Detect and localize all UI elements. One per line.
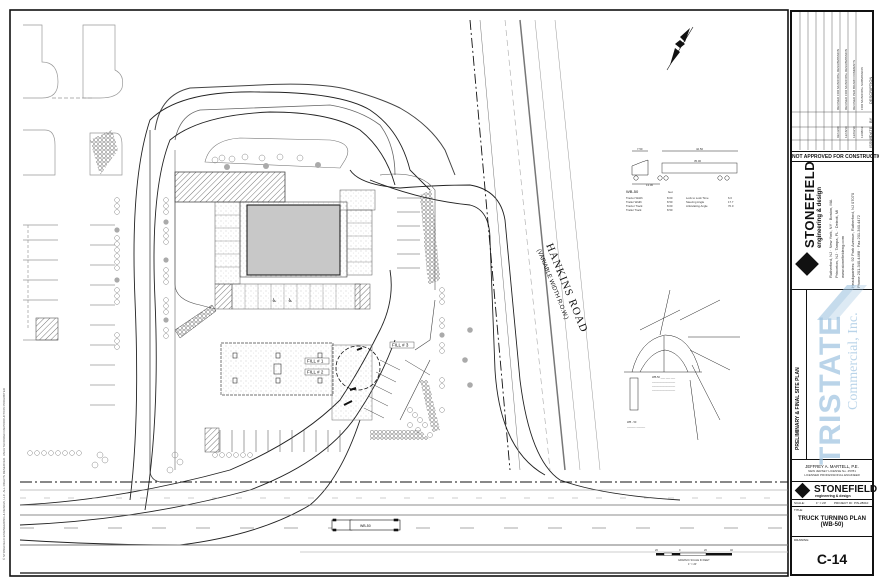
svg-text:8.00: 8.00 xyxy=(667,204,673,208)
svg-text:Trailer Width: Trailer Width xyxy=(626,200,642,204)
sheet-title-text: TRUCK TURNING PLAN xyxy=(798,516,866,522)
paver-strip-east xyxy=(420,190,440,285)
paver-strip-se xyxy=(420,380,440,432)
hatched-pad xyxy=(174,171,286,203)
svg-text:7.50: 7.50 xyxy=(637,147,643,151)
svg-text:WB-50 ___ ___ ___: WB-50 ___ ___ ___ xyxy=(652,375,676,379)
svg-text:WB - 50: WB - 50 xyxy=(627,420,637,424)
svg-text:8.50: 8.50 xyxy=(667,208,673,212)
revision-row: REVISED FOR MUNICIPAL RESUBMISSION xyxy=(844,48,848,110)
svg-text:35.00: 35.00 xyxy=(694,159,701,163)
turning-radius-detail xyxy=(624,289,740,441)
scale-project-row: SCALE: 1" = 20' PROJECT ID: PIN-28010 xyxy=(792,500,872,507)
sheet-border xyxy=(9,9,789,577)
firm-logo-small: STONEFIELD engineering & design xyxy=(792,482,877,500)
svg-text:Steering Angle: Steering Angle xyxy=(686,200,705,204)
svg-text:8.50: 8.50 xyxy=(667,200,673,204)
hatched-island xyxy=(35,317,59,341)
svg-text:♿: ♿ xyxy=(288,298,292,304)
north-arrow-icon xyxy=(666,26,694,71)
fill-label-1: FILL # 1 xyxy=(307,359,324,364)
svg-text:8.00: 8.00 xyxy=(667,196,673,200)
svg-text:______ ______: ______ ______ xyxy=(626,425,646,428)
hankins-road xyxy=(469,19,601,471)
landscape-island-top xyxy=(204,137,349,169)
paver-ramp xyxy=(174,304,217,339)
site-curb-outer xyxy=(154,83,456,176)
building xyxy=(246,204,341,276)
title-block: ISSUE DATE BY DESCRIPTION REVISED FOR MU… xyxy=(790,10,879,576)
svg-text:13.00: 13.00 xyxy=(646,183,653,187)
sheet-title: TITLE: TRUCK TURNING PLAN (WB-50) xyxy=(792,507,872,537)
revision-row: REVISED FOR MUNICIPAL RESUBMISSION xyxy=(836,48,840,110)
parking-row-east xyxy=(346,209,373,276)
revision-table: ISSUE DATE BY DESCRIPTION REVISED FOR MU… xyxy=(792,12,873,152)
svg-text:Lock to Lock Time: Lock to Lock Time xyxy=(686,196,709,200)
parking-row-south xyxy=(231,283,361,310)
svg-text:________________: ________________ xyxy=(651,380,676,383)
svg-text:20: 20 xyxy=(704,548,707,552)
graphic-scale: 20 0 20 40 GRAPHIC SCALE IN FEET 1" = 20… xyxy=(655,548,733,566)
svg-text:________________: ________________ xyxy=(651,384,676,387)
paver-walkway-left xyxy=(90,130,118,175)
svg-text:42.50: 42.50 xyxy=(696,147,703,151)
south-road xyxy=(20,481,788,574)
svg-text:6.0: 6.0 xyxy=(728,196,732,200)
fill-labels: FILL # 1 FILL # 2 FILL # 3 xyxy=(304,341,415,376)
firm-info: STONEFIELD engineering & design Rutherfo… xyxy=(792,160,872,290)
svg-text:Tractor Track: Tractor Track xyxy=(626,204,643,208)
revision-row: REVISED PER BOARD COMMENTS xyxy=(852,59,856,110)
wb50-vehicle-south xyxy=(331,518,401,532)
svg-text:40: 40 xyxy=(730,548,733,552)
svg-text:Articulating Angle: Articulating Angle xyxy=(686,204,708,208)
tree-row-left xyxy=(114,197,169,350)
svg-text:1" = 20': 1" = 20' xyxy=(688,562,697,566)
svg-text:________________: ________________ xyxy=(651,388,676,391)
vehicle-detail-title: WB-50 xyxy=(626,189,639,194)
revision-row: FOR MUNICIPAL SUBMISSION xyxy=(860,67,864,110)
drawing-number: C-14 xyxy=(816,551,848,567)
drawing-number-box: DRAWING: C-14 xyxy=(792,537,872,576)
svg-text:70.0: 70.0 xyxy=(728,204,734,208)
firm-logo-icon xyxy=(795,252,819,276)
graphic-scale-label: GRAPHIC SCALE IN FEET xyxy=(678,558,710,562)
svg-text:Trailer Track: Trailer Track xyxy=(626,208,642,212)
svg-text:0: 0 xyxy=(679,548,681,552)
project-phase: PRELIMINARY & FINAL SITE PLAN xyxy=(792,290,872,460)
copyright-note: © STONEFIELD ENGINEERING & DESIGN, LLC. … xyxy=(2,387,6,560)
vehicle-dimension-detail xyxy=(631,150,738,185)
site-curb-inner xyxy=(174,104,396,176)
svg-text:feet: feet xyxy=(668,190,673,194)
fill-label-3: FILL # 3 xyxy=(392,343,409,348)
vehicle-label-south: WB-50 xyxy=(360,524,371,528)
fill-label-2: FILL # 2 xyxy=(307,370,324,375)
parking-row-west xyxy=(214,201,241,285)
firm-name: STONEFIELD xyxy=(802,160,817,248)
approval-status: NOT APPROVED FOR CONSTRUCTION xyxy=(792,154,879,162)
engineer-seal: JEFFREY A. MARTELL, P.E. NEW JERSEY LICE… xyxy=(792,460,872,482)
svg-text:Tractor Width: Tractor Width xyxy=(626,196,643,200)
revision-grid xyxy=(792,12,872,150)
adjacent-parking xyxy=(23,24,124,406)
svg-text:♿: ♿ xyxy=(272,298,276,304)
svg-text:20: 20 xyxy=(655,548,658,552)
firm-logo-icon-small xyxy=(794,482,811,499)
svg-text:17.7: 17.7 xyxy=(728,200,734,204)
